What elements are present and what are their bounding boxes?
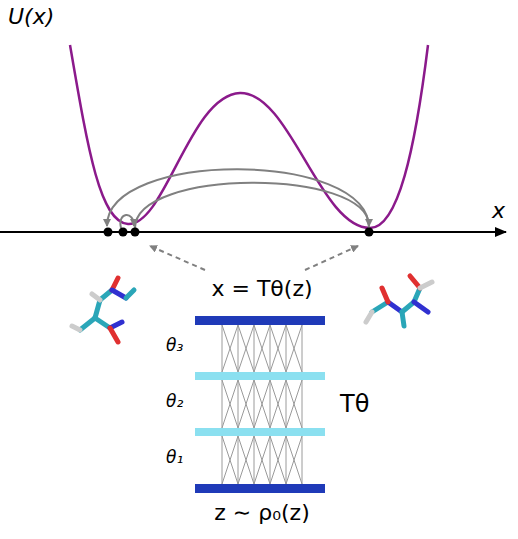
network-connection	[286, 325, 302, 372]
network-connection	[270, 436, 286, 484]
network-connection	[254, 325, 255, 372]
network-connection	[238, 436, 254, 484]
network-connection	[286, 436, 302, 484]
transition-arc	[107, 169, 369, 228]
network-connection	[270, 325, 271, 372]
text-label: x = Tθ(z)	[211, 278, 312, 300]
network-connection	[238, 325, 254, 372]
network-connection	[222, 380, 223, 428]
text-label: Tθ	[340, 392, 369, 416]
network-connection	[254, 436, 255, 484]
text-label: θ₃	[166, 337, 183, 354]
network-connection	[238, 325, 239, 372]
network-connection	[254, 436, 270, 484]
dashed-arrow	[305, 246, 358, 270]
hidden-layer	[195, 372, 325, 380]
network-connection	[286, 380, 302, 428]
network-connection	[270, 325, 286, 372]
network-connection	[270, 380, 286, 428]
text-label: θ₂	[166, 393, 183, 410]
hidden-layer	[195, 428, 325, 436]
network-connection	[270, 436, 271, 484]
network-connection	[286, 436, 302, 484]
network-connection	[238, 380, 254, 428]
network-connection	[254, 436, 270, 484]
network-connection	[238, 380, 239, 428]
transition-arc	[135, 183, 369, 228]
text-label: θ₁	[166, 449, 183, 466]
text-label: x	[492, 200, 505, 222]
network-connection	[286, 325, 302, 372]
text-label: z ∼ ρ₀(z)	[214, 502, 309, 524]
network-connection	[222, 436, 238, 484]
dashed-arrow	[150, 246, 205, 270]
network-connection	[238, 325, 254, 372]
output-layer	[195, 316, 325, 325]
potential-curve	[70, 45, 428, 228]
molecule-left	[72, 278, 134, 342]
network-connection	[254, 380, 270, 428]
network-connection	[254, 325, 270, 372]
network-connection	[238, 436, 239, 484]
network-connection	[222, 325, 238, 372]
network-connection	[270, 325, 286, 372]
self-loop	[120, 215, 134, 228]
input-layer	[195, 484, 325, 493]
network-connection	[302, 380, 303, 428]
network-connection	[222, 325, 238, 372]
network-connection	[270, 380, 271, 428]
network-connection	[286, 325, 287, 372]
network-connection	[302, 325, 303, 372]
x-axis	[0, 231, 506, 233]
network-connection	[222, 436, 223, 484]
network-connection	[254, 325, 270, 372]
network-connections	[222, 325, 302, 484]
molecule-right	[366, 276, 432, 326]
network-connection	[302, 436, 303, 484]
network-connection	[222, 325, 223, 372]
network-connection	[270, 380, 286, 428]
network-connection	[286, 380, 287, 428]
sample-dots	[104, 228, 374, 237]
network-connection	[222, 436, 238, 484]
network-connection	[254, 380, 255, 428]
network-connection	[286, 436, 287, 484]
network-connection	[238, 380, 254, 428]
network-connection	[254, 380, 270, 428]
text-label: U(x)	[8, 6, 54, 28]
network-connection	[222, 380, 238, 428]
network-connection	[238, 436, 254, 484]
network-connection	[286, 380, 302, 428]
network-connection	[222, 380, 238, 428]
network-connection	[270, 436, 286, 484]
